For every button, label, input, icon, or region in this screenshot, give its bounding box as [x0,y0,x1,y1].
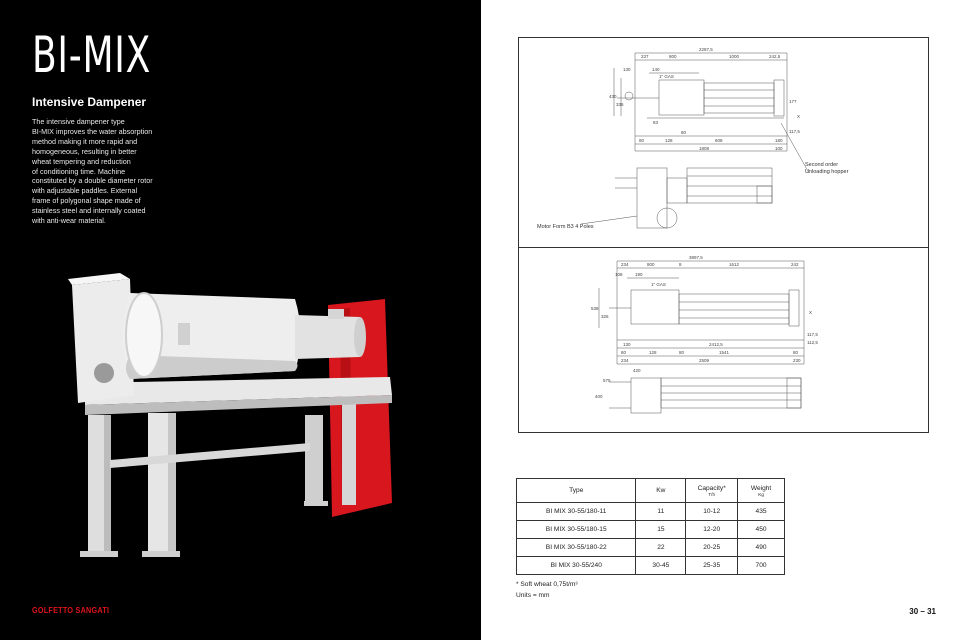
product-title: BI-MIX [32,26,151,84]
company-logo: GOLFETTO SANGATI [32,606,110,615]
dim-top-13: 80 [639,138,645,143]
dim-top-4: 1000 [729,54,740,59]
dim-top-6: 130 [623,67,631,72]
dim-top-1: 2287,5 [699,47,713,52]
capacity-unit: T/h [708,491,715,497]
cell-type: BI MIX 30-55/180-15 [515,520,637,539]
dim-top-5: 242,5 [769,54,781,59]
dim-top-18: 100 [775,146,783,151]
dim-top-16: 180 [775,138,783,143]
dim-top-8: 1" GAS [659,74,674,79]
table-row: BI MIX 30-55/180-15 15 12-20 450 [515,520,785,539]
cell-weight: 435 [737,502,785,521]
dim-bot-12: 130 [623,342,631,347]
dim-bot-10: 538 [591,306,599,311]
dim-top-12: 80 [681,130,687,135]
dim-bot-6: 242 [791,262,799,267]
cell-weight: 700 [737,556,785,575]
dim-bot-11: 326 [601,314,609,319]
cell-capacity: 12-20 [685,520,739,539]
dim-bot-25: 575 [603,378,611,383]
dim-bot-20: 80 [793,350,799,355]
table-row: BI MIX 30-55/180-11 11 10-12 435 [515,502,785,521]
dim-bot-14: 117,5 [807,332,818,337]
capacity-note: * Soft wheat 0,75t/m³ [516,581,578,588]
cell-capacity: 25-35 [685,556,739,575]
cell-kw: 15 [635,520,687,539]
dim-bot-13: 2412,5 [709,342,723,347]
page-number: 30 – 31 [909,607,936,616]
dim-top-19: 177 [789,99,797,104]
cell-capacity: 10-12 [685,502,739,521]
dim-top-17: 1808 [699,146,710,151]
dim-bot-19: 1541 [719,350,730,355]
dim-top-7: 140 [652,67,660,72]
dim-top-10: 336 [616,102,624,107]
dim-bot-2: 234 [621,262,629,267]
dim-bot-21: 234 [621,358,629,363]
dim-top-9: 430 [609,94,617,99]
dim-bot-9: 1" GAS [651,282,666,287]
col-type: Type [515,478,637,503]
cell-type: BI MIX 30-55/240 [515,556,637,575]
dim-top-2: 237 [641,54,649,59]
col-capacity: Capacity*T/h [685,478,739,503]
product-subtitle: Intensive Dampener [32,95,147,109]
dim-top-14: 128 [665,138,673,143]
machine-image [68,273,392,557]
dim-bot-7: 108 [615,272,623,277]
motor-label: Motor Form B3 4 Poles [537,224,594,230]
left-page: BI-MIX Intensive Dampener The intensive … [0,0,481,640]
dim-bot-1: 3897,5 [689,255,703,260]
dim-bot-27: X [809,310,812,315]
weight-label: Weight [750,484,772,492]
dim-bot-4: 8 [679,262,682,267]
cell-kw: 30-45 [635,556,687,575]
cell-kw: 22 [635,538,687,557]
drawing-bottom-lines: 3897,5 234 800 8 1612 242 108 190 1" GAS… [591,255,818,414]
table-row: BI MIX 30-55/240 30-45 25-35 700 [515,556,785,575]
table-row: BI MIX 30-55/180-22 22 20-25 490 [515,538,785,557]
dim-bot-22: 2509 [699,358,710,363]
right-page: 2287,5 237 800 1000 242,5 130 140 1" GAS… [481,0,960,640]
cell-weight: 450 [737,520,785,539]
dim-top-21: X [797,114,800,119]
cell-type: BI MIX 30-55/180-22 [515,538,637,557]
dim-top-20: 117,5 [789,129,800,134]
dim-bot-24: 420 [633,368,641,373]
cell-type: BI MIX 30-55/180-11 [515,502,637,521]
dim-bot-5: 1612 [729,262,740,267]
dim-bot-23: 230 [793,358,801,363]
dim-top-15: 608 [715,138,723,143]
dim-bot-15: 112,5 [807,340,818,345]
dim-top-3: 800 [669,54,677,59]
weight-unit: Kg [758,491,764,497]
technical-drawing-bottom: 3897,5 234 800 8 1612 242 108 190 1" GAS… [518,248,929,433]
cell-kw: 11 [635,502,687,521]
capacity-label: Capacity* [697,484,726,492]
dim-bot-18: 80 [679,350,685,355]
dim-top-11: 83 [653,120,659,125]
product-description: The intensive dampener type BI-MIX impro… [32,117,153,226]
hopper-label: Second order Unloading hopper [805,162,849,175]
dim-bot-17: 128 [649,350,657,355]
drawing-top-lines: 2287,5 237 800 1000 242,5 130 140 1" GAS… [580,47,810,229]
dim-bot-26: 400 [595,394,603,399]
dim-bot-16: 80 [621,350,627,355]
dim-bot-8: 190 [635,272,643,277]
dim-bot-3: 800 [647,262,655,267]
technical-drawing-top: 2287,5 237 800 1000 242,5 130 140 1" GAS… [518,37,929,248]
cell-weight: 490 [737,538,785,557]
col-kw: Kw [635,478,687,503]
cell-capacity: 20-25 [685,538,739,557]
units-note: Units = mm [516,592,550,599]
